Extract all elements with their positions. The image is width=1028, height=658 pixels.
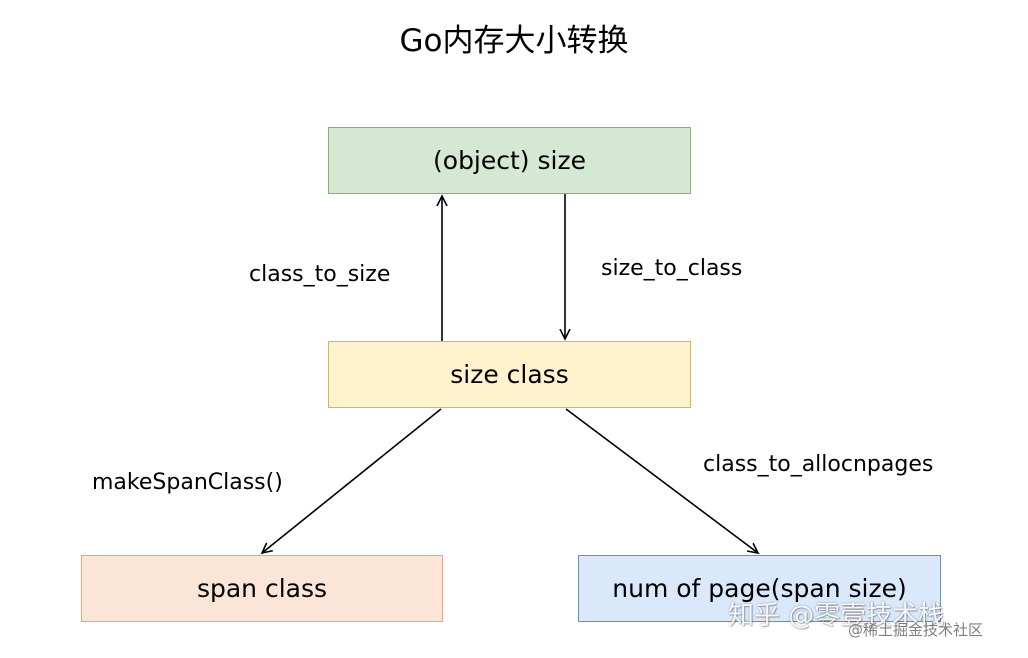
watermark-primary: 知乎 @零壹技术栈 — [728, 601, 945, 631]
size-class-label: size class — [450, 360, 569, 389]
diagram-title: Go内存大小转换 — [399, 23, 629, 59]
make-span-class-arrow — [262, 408, 442, 553]
num-pages-label: num of page(span size) — [612, 574, 907, 603]
class-to-allocnpages-arrow — [565, 408, 758, 553]
object-size-label: (object) size — [433, 146, 586, 175]
class-to-size-label: class_to_size — [249, 262, 391, 287]
num-pages-node: num of page(span size) — [578, 555, 941, 622]
span-class-label: span class — [196, 574, 328, 603]
class-to-allocnpages-label: class_to_allocnpages — [703, 452, 934, 477]
make-span-class-label: makeSpanClass() — [92, 470, 283, 495]
size-class-node: size class — [328, 341, 691, 408]
size-to-class-label: size_to_class — [601, 256, 743, 281]
object-size-node: (object) size — [328, 127, 691, 194]
span-class-node: span class — [81, 555, 443, 622]
watermark-secondary: @稀土掘金技术社区 — [848, 621, 984, 639]
